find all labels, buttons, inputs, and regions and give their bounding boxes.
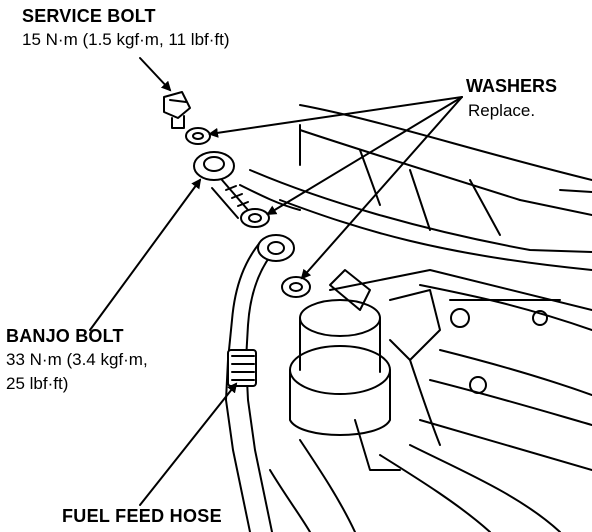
service-bolt-leader [139,57,172,92]
washers-note: Replace. [468,101,536,120]
washers-title: WASHERS [466,76,558,96]
banjo-bolt-title: BANJO BOLT [6,326,124,346]
washer-leader-3 [300,96,463,280]
fuel-feed-hose-leader [139,382,238,506]
leader-lines [89,57,463,506]
banjo-bolt-torque-line2: 25 lbf·ft) [6,374,69,393]
fuel-feed-hose-title: FUEL FEED HOSE [62,506,222,526]
banjo-bolt-torque-line1: 33 N·m (3.4 kgf·m, [6,350,148,369]
fuel-feed-hose [225,239,276,532]
banjo-bolt-leader [89,178,202,331]
banjo-bolt-part [193,151,249,219]
service-bolt-part [163,91,191,129]
fuel-filter-housing [289,269,561,471]
washer-parts [185,127,311,298]
washer-leader-2 [266,96,463,216]
banjo-fitting [257,234,295,262]
service-bolt-title: SERVICE BOLT [22,6,156,26]
engine-body-outline [239,104,592,532]
washer-leader-1 [208,96,463,138]
service-bolt-torque: 15 N·m (1.5 kgf·m, 11 lbf·ft) [22,30,230,49]
